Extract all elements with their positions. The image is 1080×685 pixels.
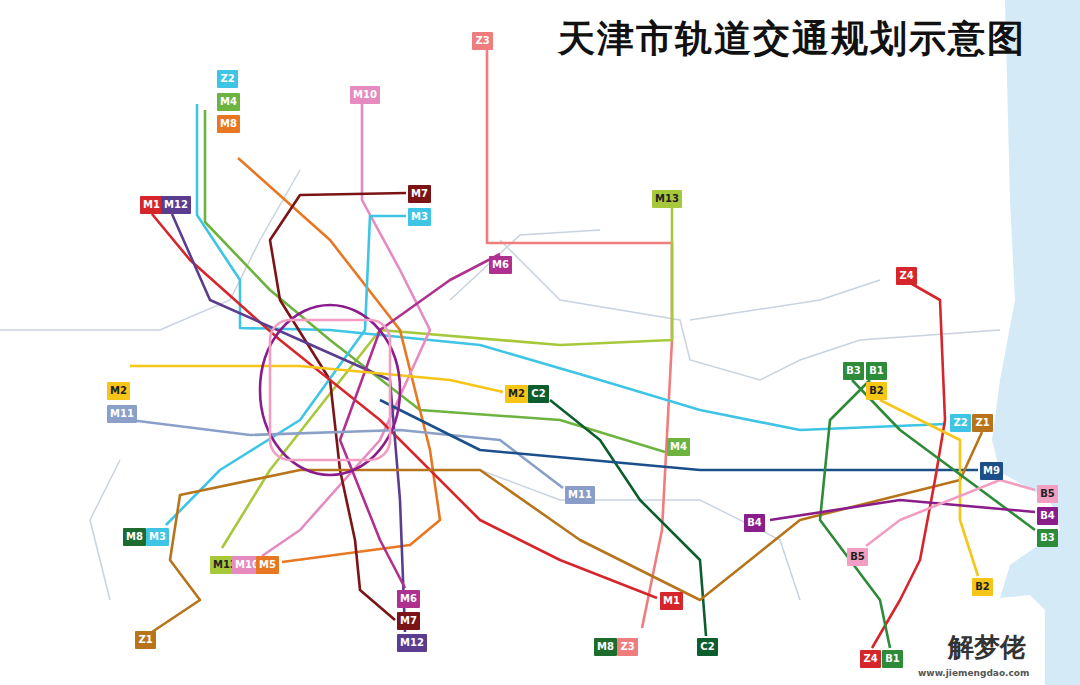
line-code: M3 [411,211,428,222]
line-code: M8 [126,531,143,542]
line-code: B5 [850,551,865,562]
line-code: M3 [149,531,166,542]
line-code: M8 [597,641,614,652]
line-label: M13 [652,190,682,208]
line-code: M2 [110,385,127,396]
line-code: Z2 [220,73,234,84]
line-code: B1 [869,365,884,376]
map-title: 天津市轨道交通规划示意图 [558,14,1026,64]
line-code: M10 [353,89,377,100]
line-label: B2 [866,382,887,400]
line-code: M13 [655,193,679,204]
line-code: M5 [259,559,276,570]
line-code: M11 [568,489,592,500]
line-code: M6 [400,593,417,604]
line-label: B4 [1037,507,1058,525]
line-label: Z1 [972,414,993,432]
line-code: Z1 [975,417,989,428]
line-label: M11 [107,405,137,423]
line-code: B3 [846,365,861,376]
line-label: B5 [1037,485,1058,503]
line-label: Z2 [950,414,971,432]
line-code: C2 [531,388,545,399]
line-code: Z3 [475,35,489,46]
line-code: Z4 [899,270,913,281]
metro-lines [130,50,1035,648]
sea [992,0,1080,685]
line-label: Z1 [135,631,156,649]
line-code: M6 [492,259,509,270]
line-code: Z1 [138,634,152,645]
line-label: M12 [161,196,191,214]
line-label: M4 [667,438,690,456]
line-code: M1 [663,595,680,606]
line-label: M5 [256,556,279,574]
line-code: M9 [983,465,1000,476]
line-label: M2 [505,385,528,403]
line-code: B4 [1040,510,1055,521]
line-label: M1 [660,592,683,610]
line-code: M7 [400,615,417,626]
line-code: M12 [400,637,424,648]
line-label: M4 [217,93,240,111]
line-label: C2 [697,638,718,656]
line-code: B2 [869,385,884,396]
line-code: B1 [885,653,900,664]
line-code: M4 [220,96,237,107]
line-label: M8 [594,638,617,656]
district-boundary [0,170,1000,600]
line-label: B1 [882,650,903,668]
watermark: 解梦佬 [948,630,1026,665]
line-label: Z4 [896,267,917,285]
line-code: Z3 [620,641,634,652]
line-label: M3 [146,528,169,546]
line-label: M2 [107,382,130,400]
line-label: M6 [489,256,512,274]
line-label: B2 [972,578,993,596]
line-label: M1 [140,196,163,214]
line-code: M7 [411,188,428,199]
line-label: M7 [408,185,431,203]
line-label: B4 [744,514,765,532]
line-label: M9 [980,462,1003,480]
watermark-url: www.jiemengdao.com [918,668,1029,678]
line-label: B3 [843,362,864,380]
line-code: Z2 [953,417,967,428]
line-label: Z3 [472,32,493,50]
line-code: C2 [700,641,714,652]
line-code: B3 [1040,532,1055,543]
line-code: M1 [143,199,160,210]
line-label: M12 [397,634,427,652]
line-label: B3 [1037,529,1058,547]
line-label: B1 [866,362,887,380]
line-label: M6 [397,590,420,608]
line-code: B5 [1040,488,1055,499]
line-label: M8 [217,115,240,133]
line-code: M11 [110,408,134,419]
line-label: Z3 [617,638,638,656]
line-label: C2 [528,385,549,403]
line-code: B2 [975,581,990,592]
line-code: Z4 [863,653,877,664]
line-label: M3 [408,208,431,226]
line-code: M4 [670,441,687,452]
line-label: Z4 [860,650,881,668]
line-code: B4 [747,517,762,528]
line-label: M10 [350,86,380,104]
line-code: M8 [220,118,237,129]
line-label: M11 [565,486,595,504]
line-code: M12 [164,199,188,210]
line-label: B5 [847,548,868,566]
line-label: Z2 [217,70,238,88]
line-label: M8 [123,528,146,546]
line-code: M2 [508,388,525,399]
line-label: M7 [397,612,420,630]
